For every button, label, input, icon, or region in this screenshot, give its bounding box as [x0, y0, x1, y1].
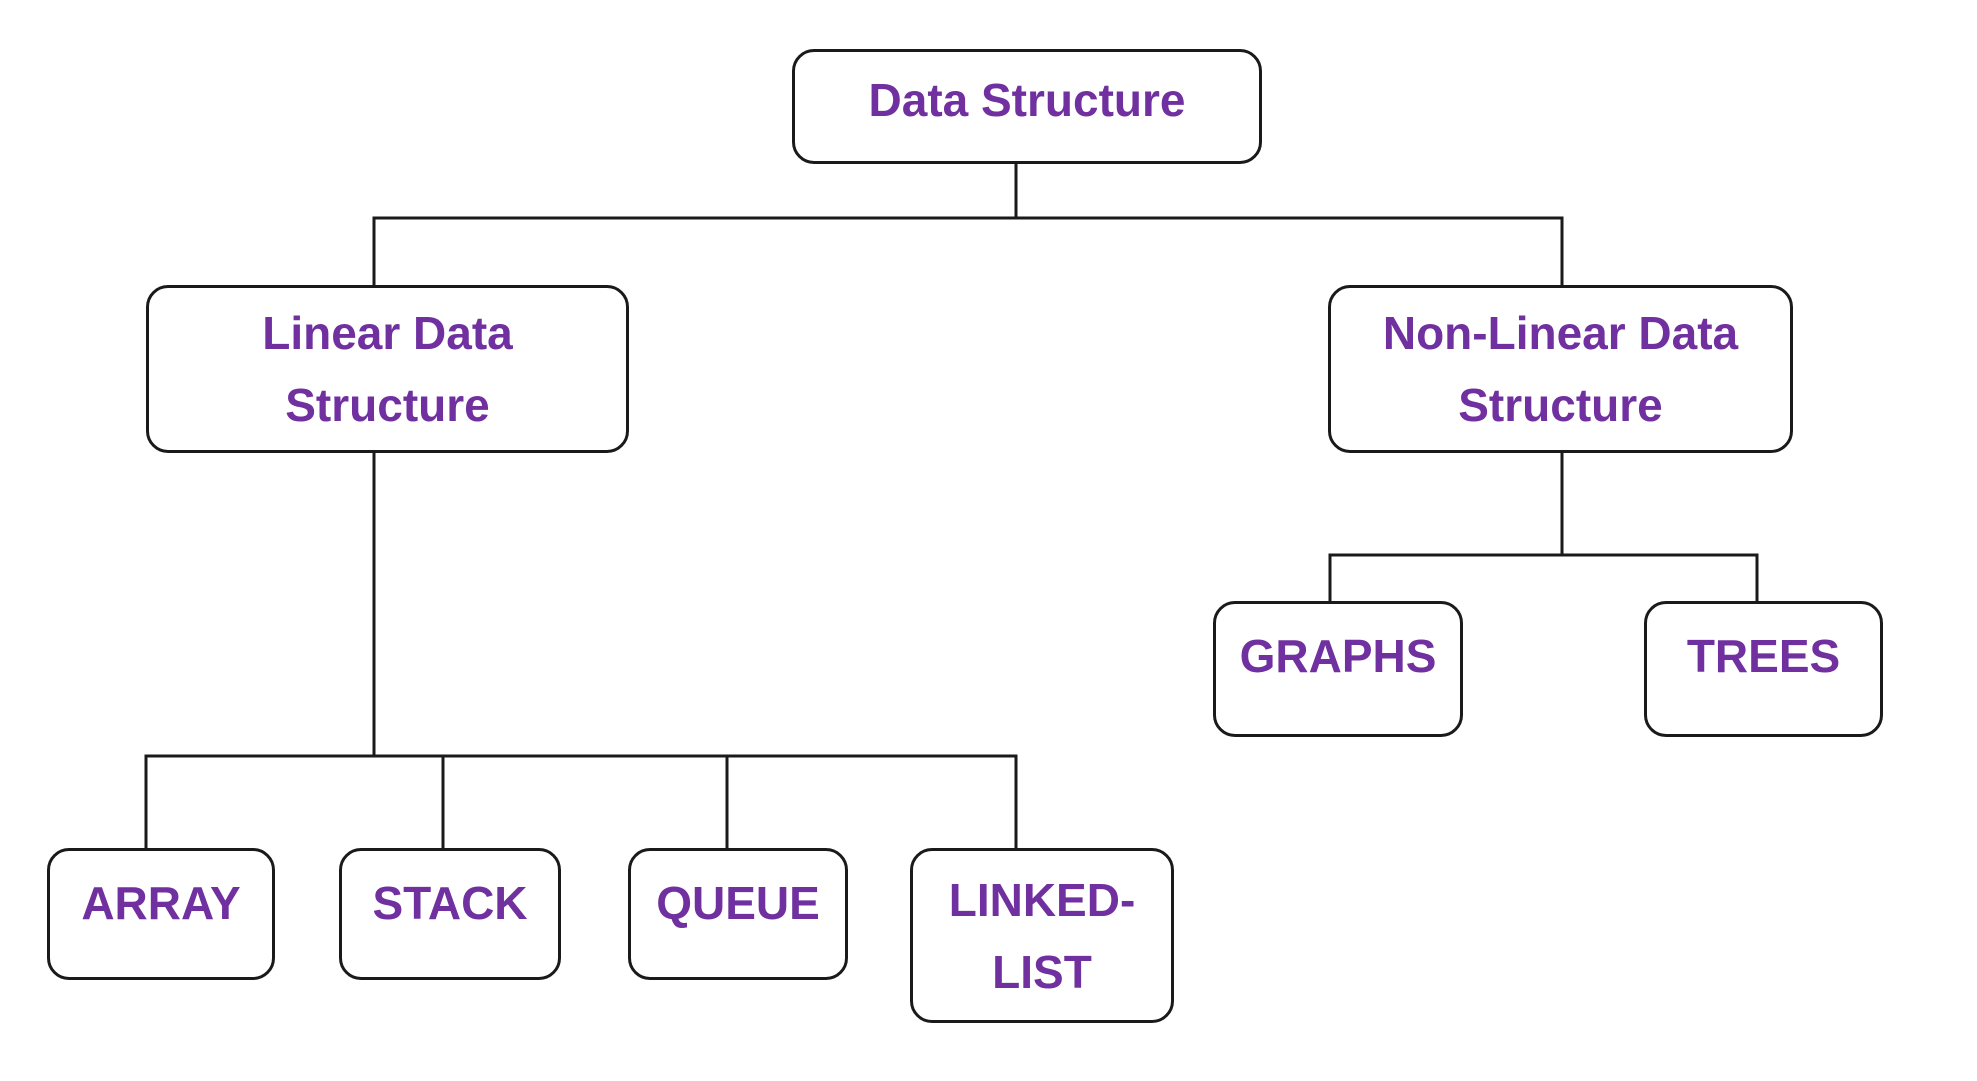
- node-label-line: LIST: [992, 945, 1092, 998]
- node-label: Data Structure: [868, 73, 1186, 126]
- node-stack: STACK: [339, 848, 561, 980]
- node-array: ARRAY: [47, 848, 275, 980]
- node-queue: QUEUE: [628, 848, 848, 980]
- node-label: LINKED- LIST: [913, 864, 1171, 1008]
- node-label-line: LINKED-: [948, 873, 1136, 926]
- node-linear-data-structure: Linear Data Structure: [146, 285, 629, 453]
- node-label-line: Non-Linear Data: [1382, 307, 1739, 359]
- node-label: STACK: [372, 877, 528, 929]
- node-non-linear-data-structure: Non-Linear Data Structure: [1328, 285, 1793, 453]
- node-label: QUEUE: [656, 877, 820, 929]
- node-label-line: Structure: [285, 379, 490, 431]
- node-label: Linear Data Structure: [149, 297, 626, 441]
- node-data-structure: Data Structure: [792, 49, 1262, 164]
- node-label: GRAPHS: [1239, 630, 1437, 682]
- node-linked-list: LINKED- LIST: [910, 848, 1174, 1023]
- node-label-line: Linear Data: [262, 307, 513, 359]
- node-label: TREES: [1686, 630, 1841, 682]
- node-graphs: GRAPHS: [1213, 601, 1463, 737]
- node-label: Non-Linear Data Structure: [1331, 297, 1790, 441]
- node-label: ARRAY: [81, 877, 241, 929]
- node-trees: TREES: [1644, 601, 1883, 737]
- node-label-line: Structure: [1458, 379, 1663, 431]
